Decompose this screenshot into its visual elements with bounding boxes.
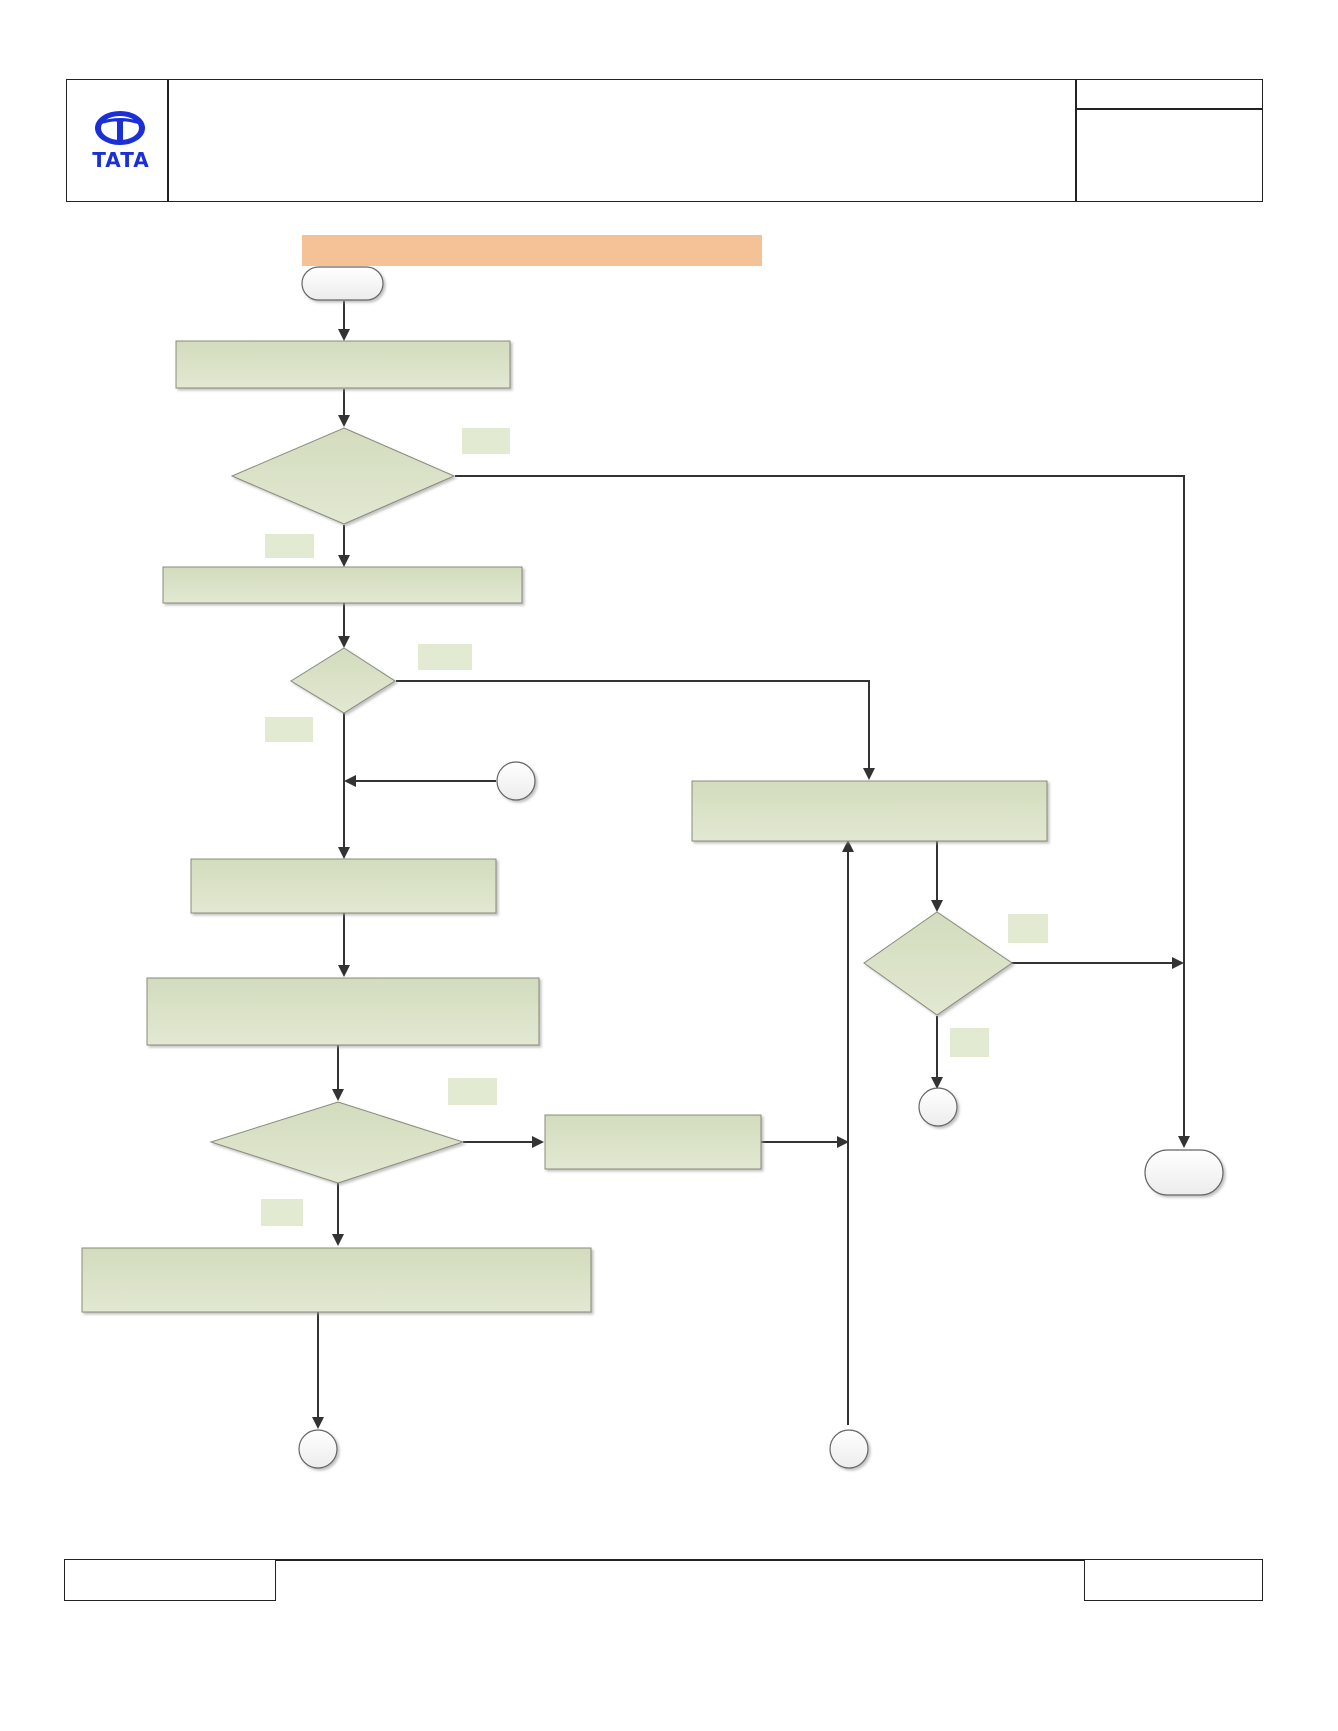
- edge-label-d1-right: [462, 428, 510, 454]
- decision-3: [209, 1101, 465, 1184]
- end-terminator: [1144, 1149, 1224, 1196]
- connector-bottom-left: [298, 1429, 338, 1469]
- process-step-final: [81, 1247, 592, 1313]
- footer-right-box: [1084, 1559, 1263, 1601]
- connector-in: [496, 761, 536, 801]
- decision-1: [230, 427, 456, 525]
- process-step-4: [146, 977, 540, 1046]
- header-logo-divider: [167, 79, 169, 202]
- connector-bottom-mid: [829, 1429, 869, 1469]
- edge-label-d4-right: [1008, 914, 1048, 943]
- start-terminator: [301, 266, 384, 301]
- edge-label-d1-down: [265, 534, 314, 558]
- process-step-2: [162, 566, 523, 604]
- header-frame: [66, 79, 1263, 202]
- footer-left-box: [64, 1559, 276, 1601]
- edge-d1-end: [455, 475, 1190, 1148]
- process-step-3: [190, 858, 497, 914]
- footer-rule: [276, 1559, 1084, 1561]
- process-step-side: [544, 1114, 762, 1170]
- header-meta-divider: [1075, 79, 1077, 202]
- process-step-right: [691, 780, 1048, 842]
- edge-label-d3-right: [448, 1078, 497, 1105]
- decision-2: [290, 647, 396, 714]
- header-meta-row-divider: [1075, 108, 1263, 110]
- decision-4: [863, 911, 1013, 1016]
- process-step-1: [175, 340, 511, 389]
- edge-label-d4-down: [950, 1028, 989, 1057]
- edge-label-d2-right: [418, 644, 472, 670]
- connector-d4: [918, 1087, 958, 1127]
- edge-label-d2-down: [265, 717, 313, 742]
- logo-wordmark: TATA: [92, 148, 150, 172]
- process-banner: [302, 235, 762, 266]
- edge-label-d3-down: [261, 1199, 303, 1226]
- edge-d2-stepright: [396, 680, 875, 780]
